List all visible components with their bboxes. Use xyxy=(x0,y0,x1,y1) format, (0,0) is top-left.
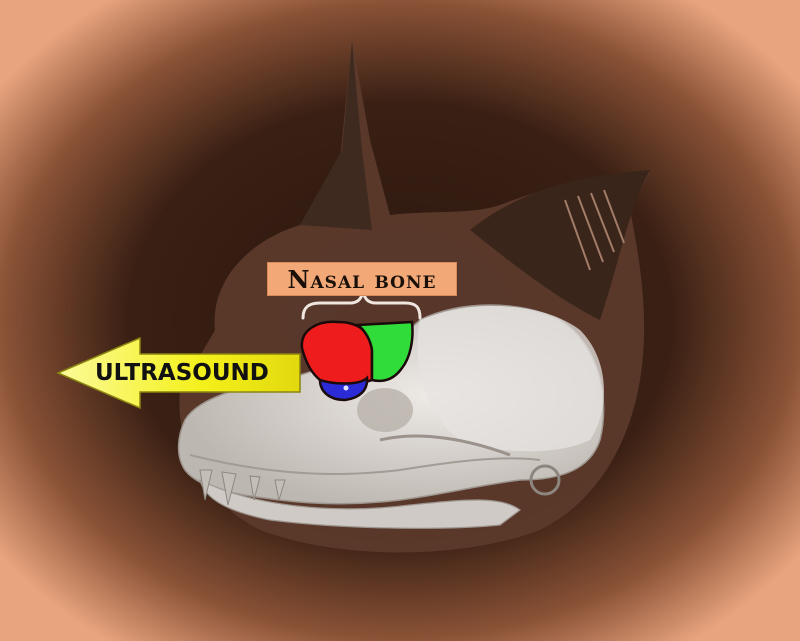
nasal-bone-label: Nasal bone xyxy=(287,264,437,294)
nasal-bone-regions xyxy=(300,320,414,402)
skull xyxy=(177,304,605,529)
nasal-region-blue xyxy=(318,375,369,402)
nasal-bone-label-box: Nasal bone xyxy=(267,262,457,296)
ultrasound-label: ULTRASOUND xyxy=(95,360,269,386)
nasal-region-green xyxy=(354,320,414,383)
left-arrow-icon xyxy=(56,336,301,410)
